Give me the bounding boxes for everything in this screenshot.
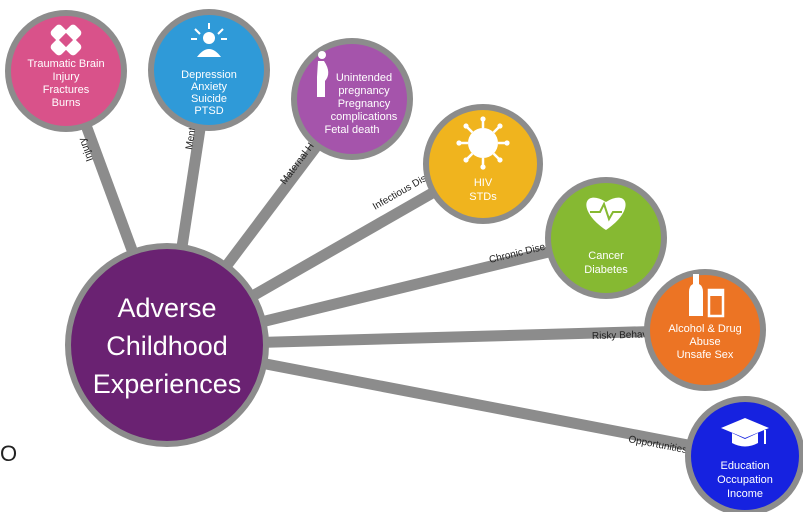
node-injury-line: Injury bbox=[53, 71, 80, 83]
node-mental-health-line: Anxiety bbox=[191, 81, 228, 93]
node-infectious-disease: HIV STDs bbox=[423, 104, 543, 224]
virus-icon bbox=[456, 116, 510, 170]
node-chronic-disease-line: Diabetes bbox=[584, 264, 628, 276]
node-maternal-health-line: Unintended bbox=[336, 72, 392, 84]
pregnant-woman-icon bbox=[317, 51, 329, 97]
node-risky-behaviors-line: Abuse bbox=[689, 336, 720, 348]
bottle-glass-icon bbox=[689, 274, 725, 318]
hub-title-line: Experiences bbox=[93, 369, 242, 399]
node-mental-health-line: PTSD bbox=[194, 105, 223, 117]
node-injury-line: Fractures bbox=[43, 84, 90, 96]
node-chronic-disease-line: Cancer bbox=[588, 250, 624, 262]
hub-title-line: Adverse bbox=[117, 293, 216, 323]
node-opportunities-line: Income bbox=[727, 488, 763, 500]
bandage-icon bbox=[50, 24, 82, 56]
graduation-cap-icon bbox=[721, 418, 769, 447]
node-maternal-health-line: pregnancy bbox=[338, 85, 390, 97]
node-maternal-health-line: Pregnancy bbox=[338, 98, 391, 110]
node-injury-line: Burns bbox=[52, 97, 81, 109]
heartbeat-icon bbox=[586, 197, 626, 230]
node-opportunities-line: Occupation bbox=[717, 474, 773, 486]
stray-text: O bbox=[0, 441, 18, 466]
person-icon bbox=[191, 23, 227, 57]
node-mental-health-line: Depression bbox=[181, 69, 237, 81]
node-maternal-health-line: Fetal death bbox=[324, 124, 379, 136]
node-maternal-health-line: complications bbox=[331, 111, 398, 123]
node-infectious-disease-line: STDs bbox=[469, 191, 497, 203]
node-maternal-health: UnintendedpregnancyPregnancycomplication… bbox=[291, 38, 413, 160]
node-infectious-disease-line: HIV bbox=[474, 177, 493, 189]
hub-title-line: Childhood bbox=[106, 331, 228, 361]
node-mental-health-line: Suicide bbox=[191, 93, 227, 105]
node-injury-line: Traumatic Brain bbox=[27, 58, 104, 70]
node-risky-behaviors-line: Alcohol & Drug bbox=[668, 323, 741, 335]
node-risky-behaviors-line: Unsafe Sex bbox=[677, 349, 734, 361]
node-opportunities-line: Education bbox=[721, 460, 770, 472]
